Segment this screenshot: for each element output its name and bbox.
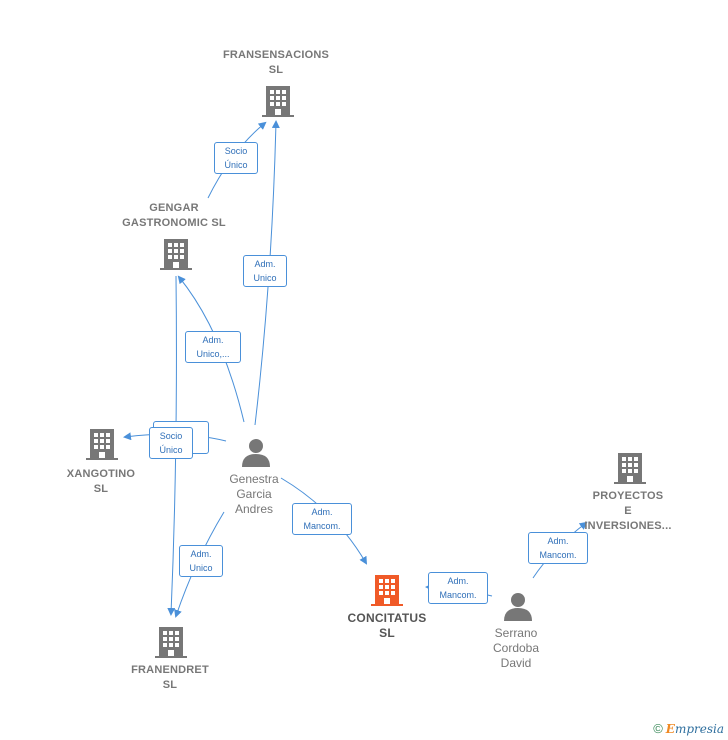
edge-label-adm-mancom[interactable]: Adm. Mancom. bbox=[292, 503, 352, 535]
building-icon[interactable] bbox=[614, 451, 646, 485]
edge-label-adm-unico-etc[interactable]: Adm. Unico,... bbox=[185, 331, 241, 363]
building-icon[interactable] bbox=[155, 625, 187, 659]
person-icon[interactable] bbox=[240, 436, 272, 468]
company-label-proyectos[interactable]: PROYECTOS E INVERSIONES... bbox=[584, 490, 672, 532]
building-icon[interactable] bbox=[262, 84, 294, 118]
copyright-icon: © bbox=[653, 721, 663, 736]
edge-label-adm-unico[interactable]: Adm. Unico bbox=[179, 545, 223, 577]
company-label-franendret[interactable]: FRANENDRET SL bbox=[131, 664, 209, 691]
company-label-xangotino[interactable]: XANGOTINO SL bbox=[66, 468, 136, 495]
company-label-concitatus[interactable]: CONCITATUS SL bbox=[347, 611, 427, 640]
person-label-serrano[interactable]: Serrano Cordoba David bbox=[492, 626, 540, 670]
building-icon[interactable] bbox=[160, 237, 192, 271]
edge-label-socio-unico[interactable]: Socio Único bbox=[214, 142, 258, 174]
edge-label-adm-mancom[interactable]: Adm. Mancom. bbox=[528, 532, 588, 564]
company-label-fransensaciones[interactable]: FRANSENSACIONS SL bbox=[222, 49, 330, 76]
brand-footer: ©Empresia bbox=[653, 721, 724, 736]
edge-label-adm-unico[interactable]: Adm. Unico bbox=[243, 255, 287, 287]
edge-label-socio-unico[interactable]: Socio Único bbox=[149, 427, 193, 459]
company-label-gengar[interactable]: GENGAR GASTRONOMIC SL bbox=[122, 202, 226, 229]
edge-label-adm-mancom[interactable]: Adm. Mancom. bbox=[428, 572, 488, 604]
brand-logo: Empresia bbox=[665, 722, 724, 736]
person-icon[interactable] bbox=[502, 590, 534, 622]
person-label-genestra[interactable]: Genestra Garcia Andres bbox=[229, 472, 279, 516]
building-icon[interactable] bbox=[371, 573, 403, 607]
building-icon[interactable] bbox=[86, 427, 118, 461]
